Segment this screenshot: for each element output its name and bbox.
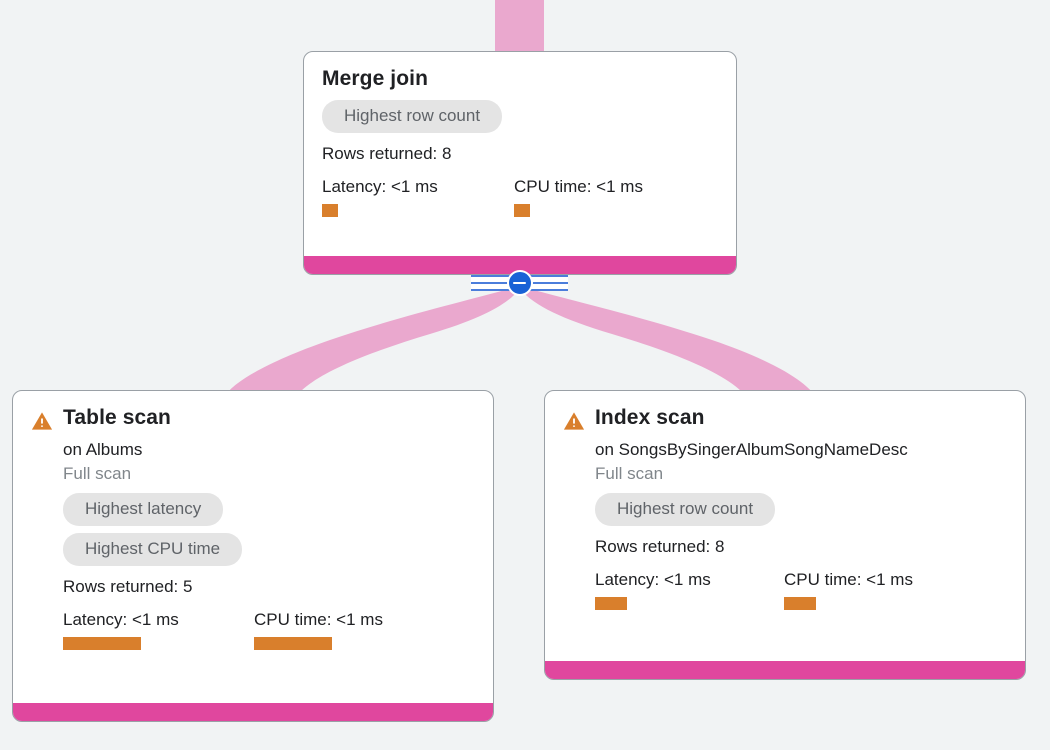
node-title-index-scan: Index scan (595, 406, 705, 429)
node-card-table-scan[interactable]: Table scan on Albums Full scan Highest l… (12, 390, 494, 722)
metric-cpu-label-index-scan: CPU time: <1 ms (784, 570, 913, 589)
warning-triangle-icon (31, 412, 53, 430)
metric-latency-index-scan: Latency: <1 ms (595, 569, 784, 610)
warning-triangle-icon (563, 412, 585, 430)
rows-returned-merge-join: Rows returned: 8 (322, 144, 452, 163)
chip-list-merge-join: Highest row count (322, 100, 718, 133)
rows-returned-index-scan: Rows returned: 8 (595, 537, 725, 556)
node-body-index-scan: Index scan on SongsBySingerAlbumSongName… (545, 391, 1025, 661)
chip-list-table-scan: Highest latency Highest CPU time (63, 493, 383, 566)
node-header-table-scan: Table scan on Albums Full scan Highest l… (31, 405, 475, 650)
metric-latency-label-index-scan: Latency: <1 ms (595, 570, 711, 589)
collapse-toggle-merge-join[interactable] (471, 268, 568, 298)
metric-latency-bar-table-scan (63, 637, 141, 650)
minus-circle-icon[interactable] (506, 270, 533, 296)
node-accent-bar-table-scan (13, 703, 493, 721)
metric-cpu-label-merge-join: CPU time: <1 ms (514, 177, 643, 196)
chip-list-index-scan: Highest row count (595, 493, 913, 526)
node-title-merge-join: Merge join (322, 67, 429, 90)
node-text-column-table-scan: Table scan on Albums Full scan Highest l… (63, 405, 383, 650)
metric-cpu-index-scan: CPU time: <1 ms (784, 569, 913, 610)
chip-highest-latency[interactable]: Highest latency (63, 493, 224, 526)
metric-cpu-bar-merge-join (514, 204, 530, 217)
metrics-merge-join: Latency: <1 ms CPU time: <1 ms (322, 176, 718, 217)
node-subtitle-table-scan: on Albums (63, 440, 143, 459)
metrics-table-scan: Latency: <1 ms CPU time: <1 ms (63, 609, 383, 650)
metric-latency-label-merge-join: Latency: <1 ms (322, 177, 438, 196)
metric-cpu-label-table-scan: CPU time: <1 ms (254, 610, 383, 629)
chip-highest-cpu-time[interactable]: Highest CPU time (63, 533, 243, 566)
metrics-index-scan: Latency: <1 ms CPU time: <1 ms (595, 569, 913, 610)
metric-latency-label-table-scan: Latency: <1 ms (63, 610, 179, 629)
metric-latency-table-scan: Latency: <1 ms (63, 609, 254, 650)
node-subtitle-index-scan: on SongsBySingerAlbumSongNameDesc (595, 440, 908, 459)
node-accent-bar-merge-join (304, 256, 736, 274)
node-title-table-scan: Table scan (63, 406, 171, 429)
node-text-column-index-scan: Index scan on SongsBySingerAlbumSongName… (595, 405, 913, 610)
node-scan-type-table-scan: Full scan (63, 464, 132, 483)
edge-merge-join-to-table-scan (228, 288, 519, 392)
node-scan-type-index-scan: Full scan (595, 464, 664, 483)
node-body-table-scan: Table scan on Albums Full scan Highest l… (13, 391, 493, 703)
node-card-index-scan[interactable]: Index scan on SongsBySingerAlbumSongName… (544, 390, 1026, 680)
chip-highest-row-count[interactable]: Highest row count (322, 100, 503, 133)
node-header-merge-join: Merge join (322, 66, 718, 92)
metric-cpu-bar-table-scan (254, 637, 332, 650)
node-card-merge-join[interactable]: Merge join Highest row count Rows return… (303, 51, 737, 275)
metric-latency-bar-merge-join (322, 204, 338, 217)
node-accent-bar-index-scan (545, 661, 1025, 679)
edge-parent-to-merge-join (495, 0, 544, 52)
metric-cpu-table-scan: CPU time: <1 ms (254, 609, 383, 650)
node-body-merge-join: Merge join Highest row count Rows return… (304, 52, 736, 256)
edge-merge-join-to-index-scan (521, 288, 812, 392)
metric-latency-merge-join: Latency: <1 ms (322, 176, 514, 217)
chip-highest-row-count[interactable]: Highest row count (595, 493, 776, 526)
node-text-column-merge-join: Merge join (322, 66, 428, 92)
metric-cpu-bar-index-scan (784, 597, 816, 610)
metric-cpu-merge-join: CPU time: <1 ms (514, 176, 643, 217)
node-header-index-scan: Index scan on SongsBySingerAlbumSongName… (563, 405, 1007, 610)
metric-latency-bar-index-scan (595, 597, 627, 610)
rows-returned-table-scan: Rows returned: 5 (63, 577, 193, 596)
